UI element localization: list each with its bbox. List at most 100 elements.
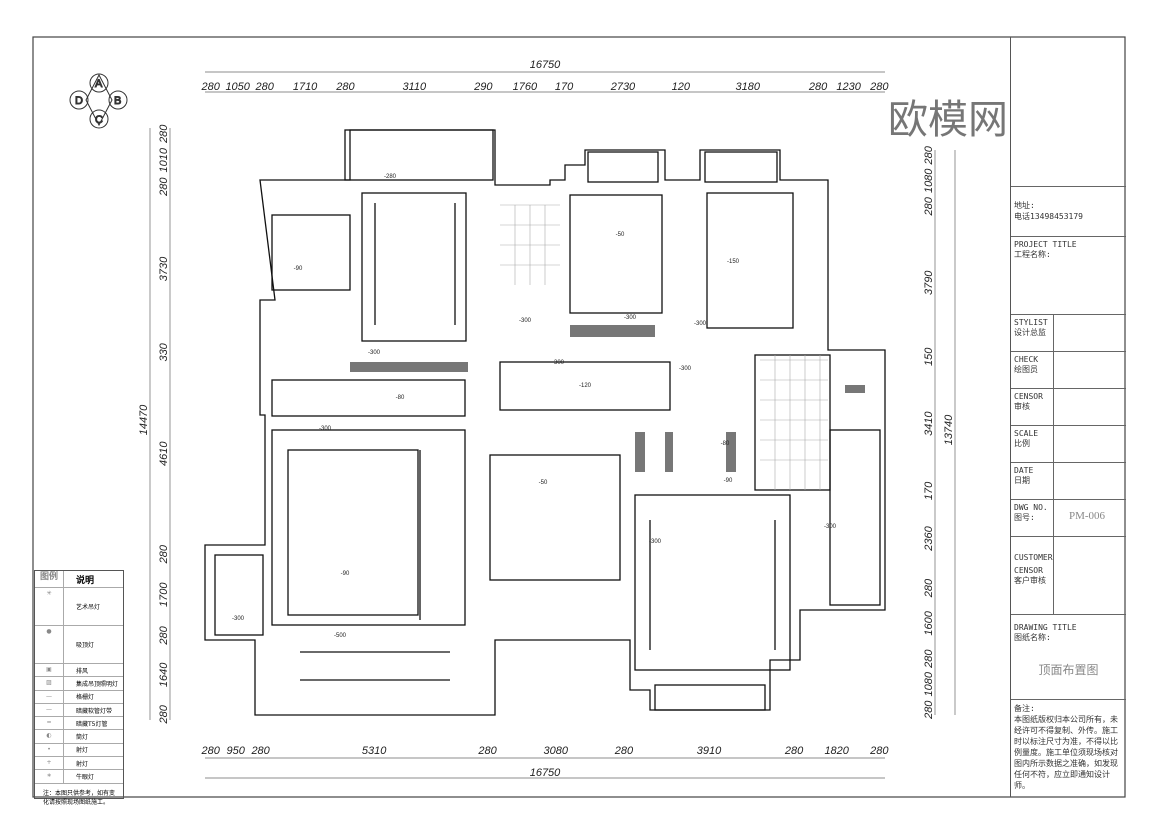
ceiling-height-label: -500	[334, 633, 347, 639]
stylist-cn: 设计总监	[1014, 328, 1046, 337]
phone-number: 电话13498453179	[1014, 212, 1083, 221]
ceiling-height-label: -300	[824, 524, 837, 530]
ceiling-height-label: -80	[721, 441, 730, 447]
legend-symbol-icon: —	[35, 690, 64, 703]
dimension-bottom: 1820	[824, 745, 849, 757]
dimension-top: 3180	[736, 81, 761, 93]
compass-d: D	[75, 95, 83, 107]
legend-item-label: 格栅灯	[76, 694, 95, 702]
dimension-top: 280	[808, 81, 828, 93]
drawing-title-label: DRAWING TITLE	[1014, 623, 1077, 632]
legend-note: 注：本图只供参考，如有变化请按照现场图纸施工。	[43, 789, 116, 806]
drawing-title-value: 顶面布置图	[1038, 663, 1099, 677]
dimension-top: 1050	[225, 81, 250, 93]
dimension-left: 280	[158, 704, 170, 724]
dimension-left: 1700	[158, 582, 170, 607]
ceiling-height-label: -90	[294, 266, 303, 272]
walls	[204, 129, 886, 716]
dwg-no-value: PM-006	[1069, 510, 1106, 522]
check-label: CHECK	[1014, 355, 1039, 364]
legend-header-icon: 图例	[35, 571, 64, 587]
legend-symbol-icon: +	[35, 757, 64, 770]
dimension-left: 1010	[158, 147, 170, 172]
ceiling-height-label: -300	[519, 318, 532, 324]
compass-a: A	[95, 78, 103, 90]
date-cn: 日期	[1014, 476, 1030, 485]
legend-item-label: 暗藏T5灯管	[76, 720, 108, 728]
tile-grid	[500, 204, 828, 490]
scale-label: SCALE	[1014, 429, 1039, 438]
notes-text: 本图纸版权归本公司所有，未经许可不得复制、外传。施工时以标注尺寸为准，不得以比例…	[1014, 715, 1118, 790]
dimension-top: 1230	[836, 81, 861, 93]
dimension-right: 280	[923, 700, 935, 720]
ceiling-height-label: -50	[539, 480, 548, 486]
dimension-top: 1760	[513, 81, 538, 93]
dimension-left: 280	[158, 544, 170, 564]
stylist-label: STYLIST	[1014, 318, 1048, 327]
check-cn: 绘图员	[1014, 365, 1038, 374]
dimension-bottom-total: 16750	[530, 767, 561, 779]
wall-hatches	[350, 325, 865, 472]
dimension-bottom: 280	[614, 745, 634, 757]
address-label: 地址:	[1014, 201, 1035, 210]
dimension-bottom: 280	[784, 745, 804, 757]
dimension-bottom: 5310	[362, 745, 387, 757]
compass-icon: A B C D	[69, 73, 128, 129]
customer-censor-label: CENSOR	[1014, 566, 1043, 575]
project-title-cell: PROJECT TITLE 工程名称:	[1011, 237, 1126, 315]
legend-item-label: 暗藏软管灯带	[76, 707, 113, 715]
legend-item-label: 牛眼灯	[76, 774, 95, 782]
dimension-top: 280	[335, 81, 355, 93]
compass-b: B	[114, 95, 121, 107]
notes-cell: 备注: 本图纸版权归本公司所有，未经许可不得复制、外传。施工时以标注尺寸为准，不…	[1011, 700, 1126, 797]
ceiling-height-label: -300	[552, 360, 565, 366]
dimension-bottom: 950	[226, 745, 245, 757]
legend-item: ✳艺术吊灯	[35, 588, 123, 626]
dimension-bottom: 280	[477, 745, 497, 757]
legend-item: ●吸顶灯	[35, 626, 123, 664]
customer-cn: 客户审核	[1014, 576, 1046, 585]
dimension-right: 3790	[923, 270, 935, 295]
drawing-frame	[32, 36, 1126, 798]
legend-item: ▣排风	[35, 664, 123, 678]
dimension-right: 280	[923, 196, 935, 216]
drawing-number-cell: DWG NO.图号: PM-006	[1011, 500, 1126, 537]
title-block: 地址: 电话13498453179 PROJECT TITLE 工程名称: ST…	[1010, 37, 1126, 797]
dimension-top: 170	[555, 81, 574, 93]
dimension-top: 1710	[293, 81, 318, 93]
ceiling-height-label: -300	[368, 350, 381, 356]
dimension-top: 280	[869, 81, 889, 93]
legend-symbol-icon: ━	[35, 717, 64, 730]
watermark-logo: 欧模网	[888, 97, 1008, 143]
ceiling-height-labels: -280-50-300-150-300-80-300-300-300-120-8…	[232, 174, 837, 639]
legend-symbol-icon: ∗	[35, 770, 64, 783]
project-title-label: PROJECT TITLE	[1014, 240, 1077, 249]
ceiling-height-label: -280	[384, 174, 397, 180]
scale-cn: 比例	[1014, 439, 1030, 448]
dimension-left: 1640	[158, 662, 170, 687]
dimension-right: 1080	[923, 168, 935, 193]
legend-item: +射灯	[35, 757, 123, 771]
ceiling-height-label: -300	[694, 321, 707, 327]
date-label: DATE	[1014, 466, 1034, 475]
ceiling-height-label: -300	[649, 539, 662, 545]
dimension-right: 1080	[923, 671, 935, 696]
legend-item: — 格栅灯	[35, 690, 123, 704]
ceiling-height-label: -300	[232, 616, 245, 622]
dwg-no-label: DWG NO.	[1014, 503, 1048, 512]
dimension-bottom: 3910	[697, 745, 722, 757]
company-info: 地址: 电话13498453179	[1011, 187, 1126, 237]
legend-item-label: 排风	[76, 667, 89, 675]
legend-item: •射灯	[35, 743, 123, 758]
dimension-top: 280	[201, 81, 221, 93]
legend-item-label: 艺术吊灯	[76, 604, 101, 611]
legend-symbol-icon: ●	[35, 626, 64, 663]
ceiling-height-label: -300	[319, 426, 332, 432]
ceiling-height-label: -150	[727, 259, 740, 265]
